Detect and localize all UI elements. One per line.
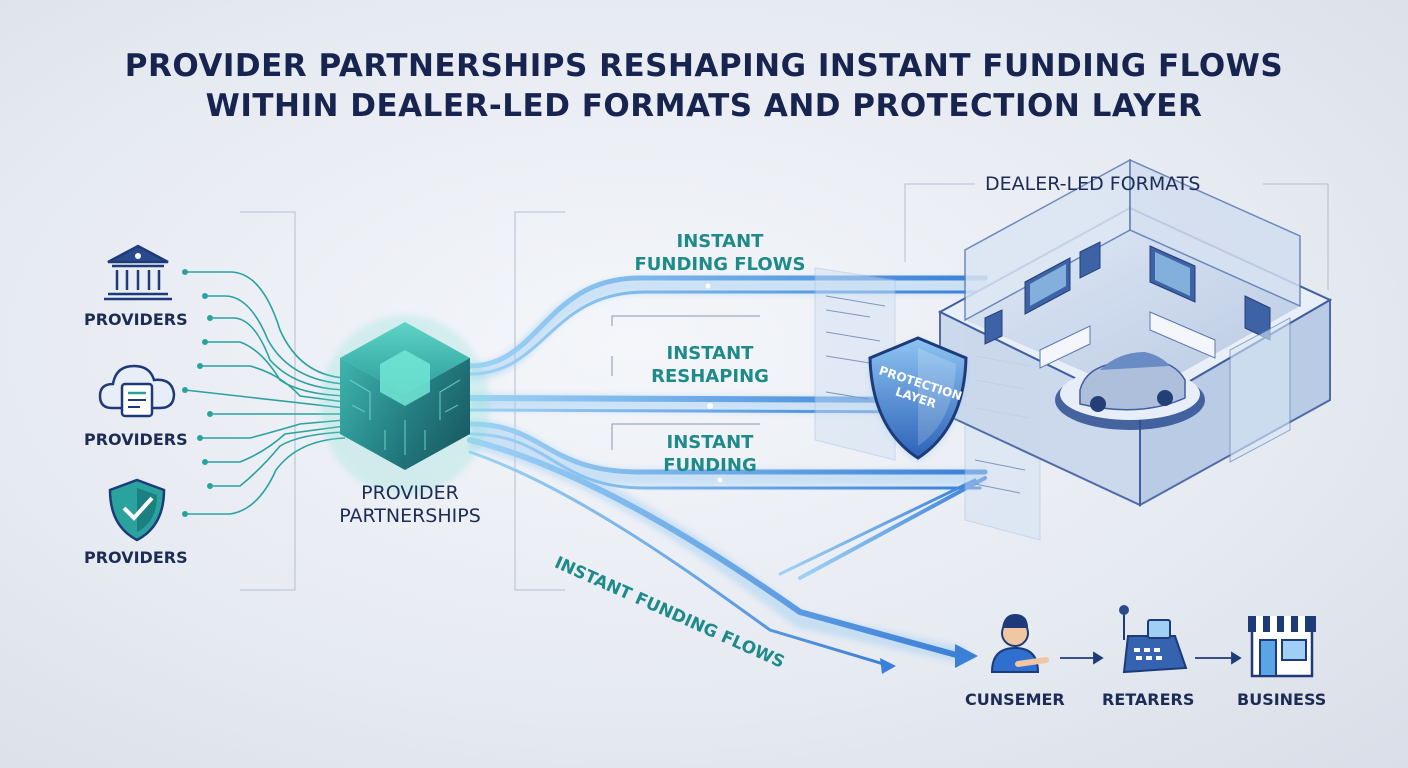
flow-band-top — [467, 275, 988, 369]
consumer-icon — [990, 614, 1049, 673]
chain-label-business: BUSINESS — [1237, 690, 1327, 709]
flow-label-3-line1: INSTANT — [666, 432, 754, 453]
flow-label-3-line2: FUNDING — [663, 455, 757, 476]
provider-label-bank: PROVIDERS — [84, 310, 188, 329]
flow-bands — [467, 275, 988, 668]
flow-label-2-line1: INSTANT — [666, 343, 754, 364]
shield-icon — [868, 336, 968, 462]
hub-label: PROVIDER PARTNERSHIPS — [330, 482, 490, 528]
flow-brackets — [611, 315, 760, 450]
payment-terminal-icon — [1119, 605, 1188, 674]
hub-label-line2: PARTNERSHIPS — [339, 505, 481, 527]
page-title: PROVIDER PARTNERSHIPS RESHAPING INSTANT … — [124, 48, 1284, 84]
flow-sparkles — [705, 283, 723, 483]
hub-label-line1: PROVIDER — [361, 482, 459, 504]
flow-label-2-line2: RESHAPING — [651, 366, 769, 387]
frame-lines — [240, 183, 1329, 591]
shield-check-icon — [108, 478, 166, 542]
flow-label-reshaping: INSTANT RESHAPING — [640, 342, 780, 388]
chain-label-retailers: RETARERS — [1102, 690, 1195, 709]
page-subtitle: WITHIN DEALER-LED FORMATS AND PROTECTION… — [205, 88, 1203, 124]
flow-arrowheads — [880, 644, 978, 674]
flow-band-middle — [467, 395, 948, 403]
flow-label-funding-flows: INSTANT FUNDING FLOWS — [620, 230, 820, 276]
flow-band-diagonal — [467, 437, 963, 659]
flow-band-lower — [467, 421, 988, 475]
dealer-formats-label: DEALER-LED FORMATS — [985, 173, 1201, 195]
chain-label-consumer: CUNSEMER — [965, 690, 1065, 709]
flow-label-1-line2: FUNDING FLOWS — [634, 254, 806, 275]
bank-icon — [104, 244, 172, 301]
flow-label-1-line1: INSTANT — [676, 231, 764, 252]
provider-label-cloud: PROVIDERS — [84, 430, 188, 449]
hexagon-cube-icon — [320, 315, 490, 495]
provider-label-shield: PROVIDERS — [84, 548, 188, 567]
cloud-document-icon — [98, 364, 176, 418]
chain-arrows — [1060, 651, 1242, 665]
connector-dots — [182, 269, 213, 517]
flow-label-funding: INSTANT FUNDING — [640, 431, 780, 477]
showroom-car-icon — [937, 158, 1333, 507]
provider-connectors — [184, 271, 346, 515]
storefront-icon — [1248, 616, 1316, 678]
